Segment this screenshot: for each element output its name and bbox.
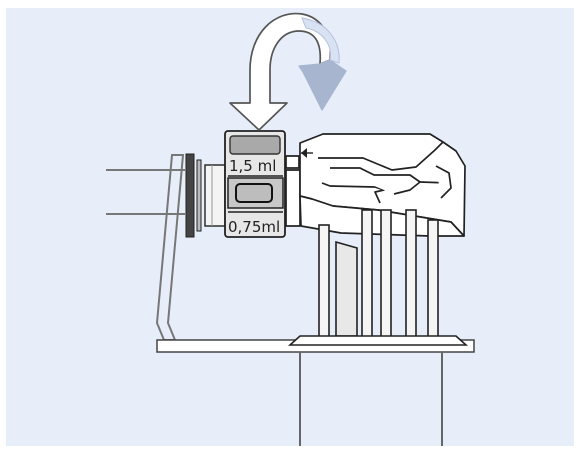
label-1-5ml: 1,5 ml	[229, 157, 276, 175]
left-shaft	[106, 169, 185, 215]
diagram-background	[6, 8, 574, 446]
plunger-rings	[185, 153, 226, 238]
volume-selector	[224, 130, 286, 238]
rotation-arrow	[229, 12, 347, 131]
pump-direction-marker	[301, 148, 313, 158]
support-columns	[287, 209, 469, 346]
label-0-75ml: 0,75ml	[228, 218, 280, 236]
